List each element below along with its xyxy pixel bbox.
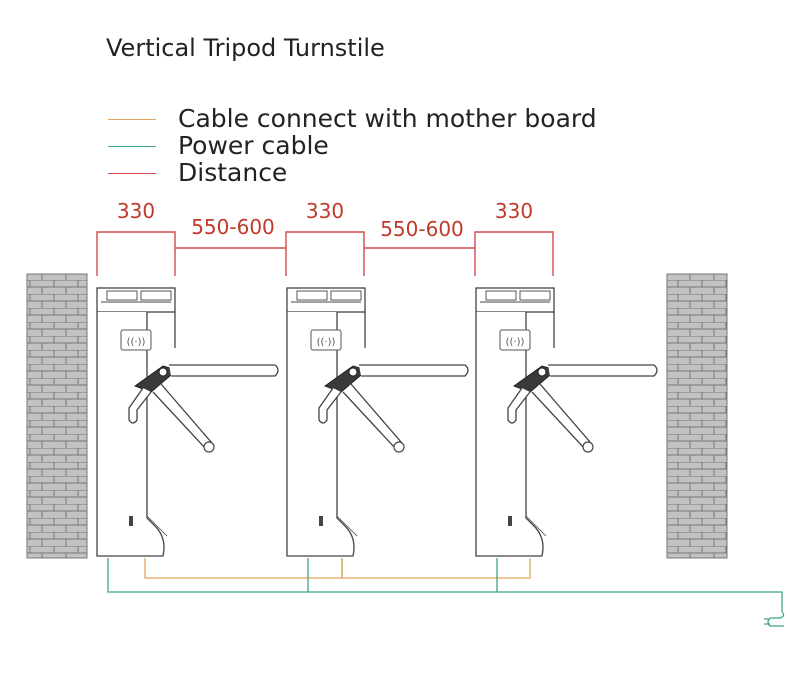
legend-label: Distance	[178, 158, 288, 187]
turnstile-1	[96, 287, 279, 557]
legend-swatch	[108, 146, 156, 147]
legend-label: Power cable	[178, 131, 329, 160]
power-plug-icon	[764, 611, 785, 627]
page-title: Vertical Tripod Turnstile	[106, 34, 385, 62]
turnstile-2	[286, 287, 469, 557]
left-brick-wall	[26, 273, 88, 559]
legend-label: Cable connect with mother board	[178, 104, 597, 133]
power-cable	[107, 558, 783, 612]
dimension-lines	[96, 231, 554, 276]
legend-swatch	[108, 119, 156, 120]
dimension-label-gap-1: 550-600	[191, 215, 275, 239]
dimension-label-unit-3: 330	[495, 199, 533, 223]
turnstile-3	[475, 287, 658, 557]
dimension-label-unit-1: 330	[117, 199, 155, 223]
dimension-label-gap-2: 550-600	[380, 217, 464, 241]
right-brick-wall	[666, 273, 728, 559]
legend-swatch	[108, 173, 156, 174]
mother-board-cable	[144, 558, 531, 579]
dimension-label-unit-2: 330	[306, 199, 344, 223]
